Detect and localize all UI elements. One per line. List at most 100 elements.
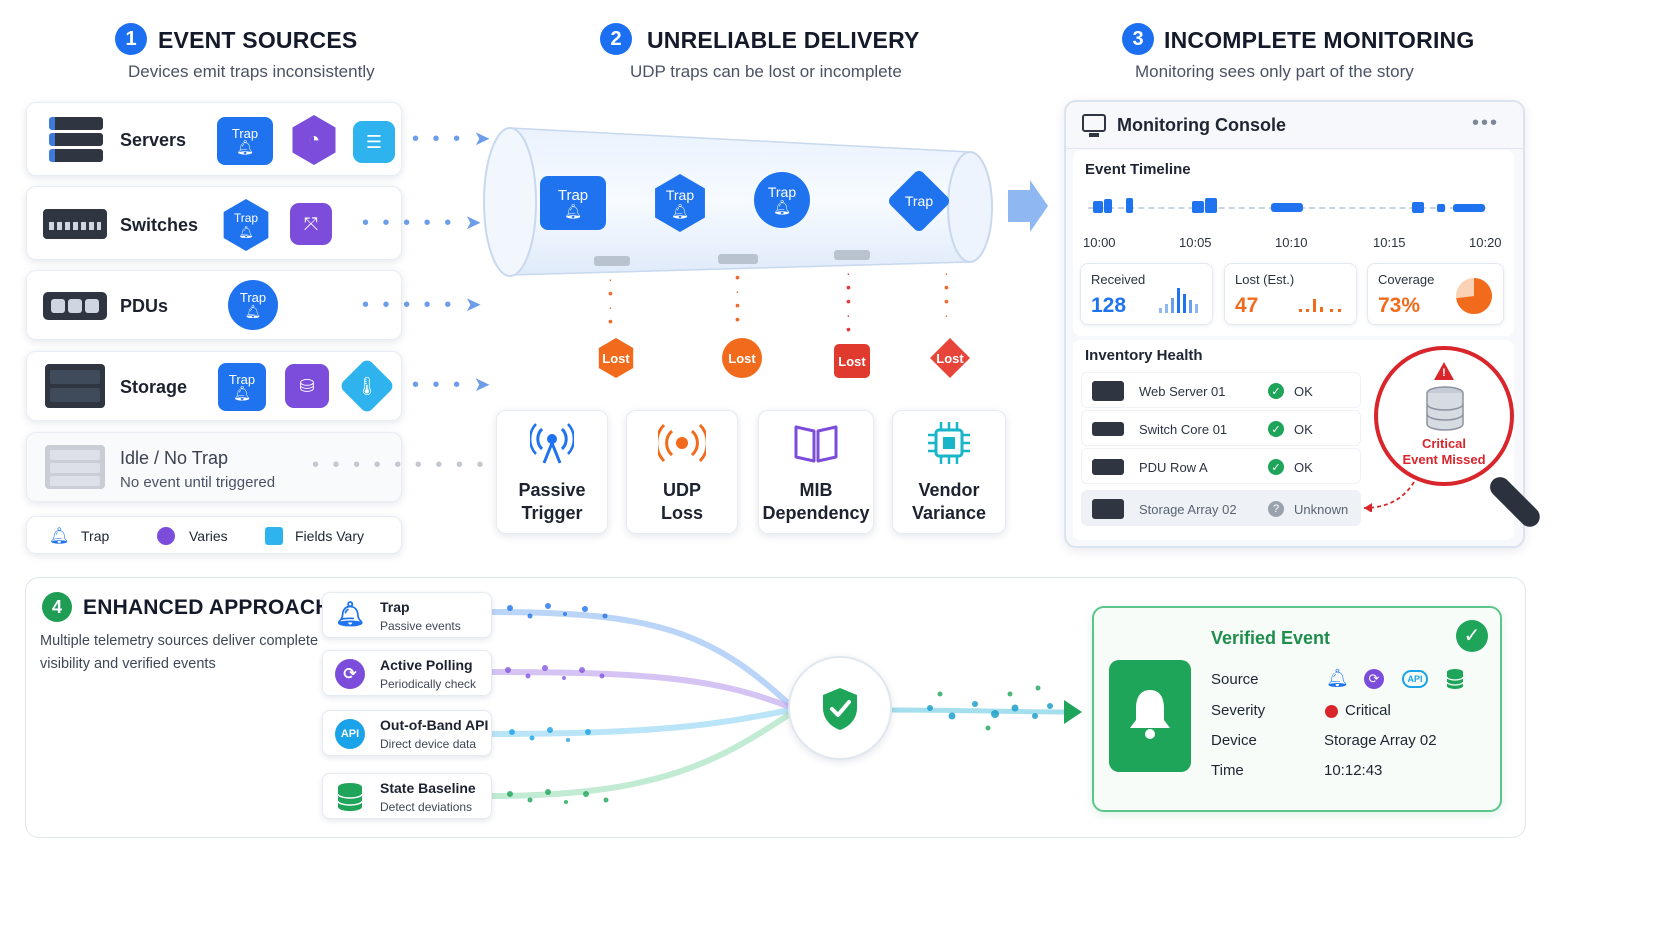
problem-line1: UDP	[662, 480, 701, 500]
verified-severity-value: Critical	[1345, 702, 1391, 719]
database-icon	[337, 783, 363, 811]
database-icon	[1426, 386, 1464, 431]
legend-trap: Trap	[81, 528, 110, 544]
timeline-event	[1093, 201, 1103, 213]
inventory-status: OK	[1294, 384, 1313, 399]
pipe-trap-2: Trap🔔︎	[655, 174, 705, 232]
lost-badge: Lost	[930, 338, 970, 378]
monitor-stand	[1089, 133, 1099, 137]
leak-hole	[834, 250, 870, 260]
database-icon	[1446, 669, 1464, 689]
flow-dots-faded: • • • • • • • • •	[312, 454, 488, 476]
check-icon: ✓	[1268, 459, 1284, 475]
flow-dots: • • • ➤	[412, 128, 495, 150]
check-icon: ✓	[1268, 421, 1284, 437]
stat-lost-value: 47	[1235, 294, 1259, 317]
more-menu-icon[interactable]: •••	[1472, 112, 1500, 134]
timeline-event	[1437, 204, 1445, 212]
list-icon: ☰	[353, 121, 395, 163]
api-cloud-icon: API	[1402, 670, 1428, 688]
method-trap[interactable]: 🔔︎ Trap Passive events	[322, 592, 492, 638]
method-active-polling[interactable]: ⟳ Active Polling Periodically check	[322, 650, 492, 696]
severity-dot	[1325, 705, 1338, 718]
problem-line2: Variance	[911, 502, 987, 523]
console-title: Monitoring Console	[1117, 115, 1286, 135]
timeline-event	[1271, 203, 1303, 212]
step-3-badge: 3	[1122, 23, 1154, 55]
section-2-subtitle: UDP traps can be lost or incomplete	[630, 62, 902, 81]
switch-icon	[43, 209, 107, 239]
question-icon: ?	[1268, 501, 1284, 517]
share-icon: ⤧	[290, 203, 332, 245]
bell-icon: 🔔︎	[773, 199, 791, 215]
gauge-icon: ◔	[292, 115, 336, 165]
stat-received-value: 128	[1091, 294, 1127, 317]
bell-icon: 🔔︎	[238, 225, 254, 239]
method-oob-api[interactable]: API Out-of-Band API Direct device data	[322, 710, 492, 756]
method-title: Active Polling	[380, 657, 473, 673]
timeline-tick: 10:00	[1083, 235, 1116, 250]
trap-text: Trap	[767, 184, 797, 201]
step-4-badge: 4	[42, 592, 72, 622]
udp-pipe	[483, 127, 1048, 277]
varies-icon	[157, 527, 175, 545]
subtitle-line2: visibility and verified events	[40, 656, 216, 672]
timeline-event	[1126, 198, 1133, 213]
bar-sparkline-icon	[1159, 288, 1198, 313]
flow-dots: • • • • • ➤	[362, 212, 486, 234]
verified-source-label: Source	[1211, 671, 1259, 688]
polling-icon: ⟳	[1364, 669, 1384, 689]
telemetry-streams	[491, 603, 1082, 804]
leak-drops: ·•·•	[608, 271, 613, 329]
thermometer-icon: 🌡︎	[338, 357, 396, 415]
timeline-tick: 10:20	[1469, 235, 1502, 250]
loss-sparkline-icon	[1299, 299, 1341, 312]
method-title: State Baseline	[380, 780, 476, 796]
problem-line2: Trigger	[521, 502, 583, 523]
stat-coverage-label: Coverage	[1378, 272, 1435, 287]
flow-dots: • • • ➤	[412, 374, 495, 396]
stat-coverage: Coverage 73%	[1367, 263, 1504, 325]
storage-icon	[1092, 499, 1124, 519]
server-icon	[1092, 381, 1124, 401]
timeline-title: Event Timeline	[1085, 161, 1191, 178]
inventory-title: Inventory Health	[1085, 347, 1203, 364]
api-cloud-icon: API	[335, 719, 365, 749]
inventory-row[interactable]: Web Server 01 ✓ OK	[1081, 372, 1361, 408]
section-4-subtitle: Multiple telemetry sources deliver compl…	[40, 630, 318, 676]
pipe-trap-3: Trap🔔︎	[754, 172, 810, 228]
trap-text: Trap	[228, 371, 256, 387]
method-title: Trap	[380, 599, 410, 615]
inventory-name: PDU Row A	[1139, 460, 1208, 475]
lost-badge: Lost	[722, 338, 762, 378]
method-subtitle: Periodically check	[380, 677, 477, 691]
idle-title: Idle / No Trap	[120, 448, 229, 468]
leak-drops: ·••·•	[846, 265, 851, 337]
legend: 🔔︎ Trap Varies Fields Vary	[26, 516, 402, 554]
pipe-trap-1: Trap🔔︎	[540, 176, 606, 230]
leak-hole	[594, 256, 630, 266]
verified-device-label: Device	[1211, 732, 1257, 749]
trap-text: Trap	[233, 211, 259, 225]
trap-text: Trap	[665, 186, 695, 203]
method-subtitle: Passive events	[380, 619, 461, 633]
inventory-status: OK	[1294, 460, 1313, 475]
bell-icon: 🔔︎	[244, 304, 262, 319]
inventory-row[interactable]: PDU Row A ✓ OK	[1081, 448, 1361, 484]
server-rack-icon	[49, 117, 103, 163]
section-1-subtitle: Devices emit traps inconsistently	[128, 62, 375, 81]
verified-severity-label: Severity	[1211, 702, 1266, 719]
console-divider	[1066, 148, 1523, 149]
idle-subtitle: No event until triggered	[120, 474, 276, 491]
trap-badge: Trap🔔︎	[217, 117, 273, 165]
problem-line1: MIB	[799, 480, 833, 500]
critical-line2: Event Missed	[1402, 452, 1486, 467]
method-state-baseline[interactable]: State Baseline Detect deviations	[322, 773, 492, 819]
storage-icon	[45, 364, 105, 408]
inventory-row[interactable]: Switch Core 01 ✓ OK	[1081, 410, 1361, 446]
inventory-row-unknown[interactable]: Storage Array 02 ? Unknown	[1081, 490, 1361, 526]
trap-text: Trap	[904, 193, 934, 209]
book-icon	[794, 425, 838, 463]
